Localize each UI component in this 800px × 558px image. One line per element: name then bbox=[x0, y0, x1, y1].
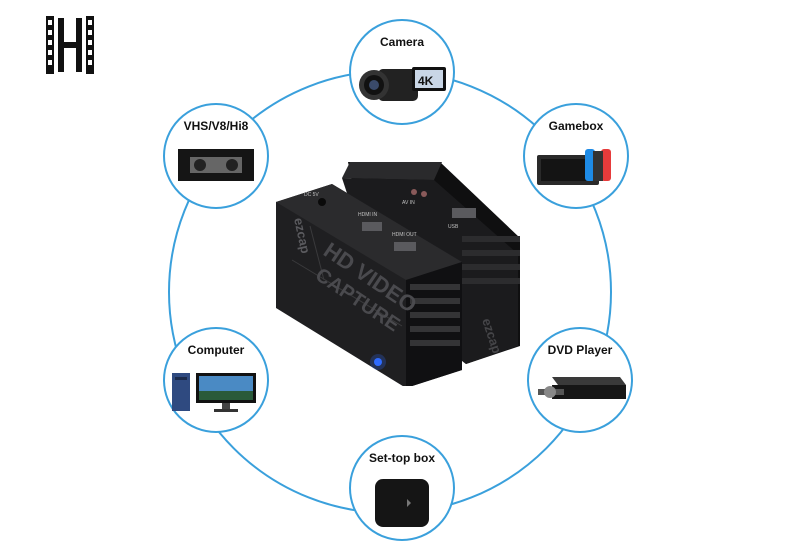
av-in-label: AV IN bbox=[402, 200, 415, 206]
device-label-vhs: VHS/V8/Hi8 bbox=[183, 119, 249, 133]
device-label-dvd-player: DVD Player bbox=[547, 343, 613, 357]
usb-port bbox=[452, 208, 476, 218]
device-vhs: VHS/V8/Hi8 bbox=[163, 103, 269, 209]
camera-4k-badge: 4K bbox=[418, 74, 434, 88]
device-dvd-player: DVD Player bbox=[527, 327, 633, 433]
hdmi-out-port bbox=[394, 242, 416, 251]
hdmi-in-label: HDMI IN bbox=[358, 212, 378, 218]
front-unit-logo: ezcap bbox=[291, 216, 313, 255]
device-gamebox: Gamebox bbox=[523, 103, 629, 209]
hd-video-capture-device: ezcap USB AV IN HDMI IN HDMI OUT DC 5V e… bbox=[276, 162, 520, 386]
hdmi-out-label: HDMI OUT bbox=[392, 232, 417, 238]
device-label-gamebox: Gamebox bbox=[548, 119, 604, 133]
device-label-computer: Computer bbox=[187, 343, 245, 357]
usb-port-label: USB bbox=[448, 224, 459, 230]
set-top-box-icon bbox=[375, 479, 429, 527]
device-label-camera: Camera bbox=[379, 35, 425, 49]
dc-label: DC 5V bbox=[304, 192, 319, 198]
computer-icon bbox=[172, 373, 256, 412]
vhs-tape-icon bbox=[178, 149, 254, 181]
hdmi-in-port bbox=[362, 222, 382, 231]
dvd-player-icon bbox=[538, 377, 626, 399]
device-camera: Camera 4K bbox=[349, 19, 455, 125]
device-computer: Computer bbox=[163, 327, 269, 433]
game-console-icon bbox=[537, 149, 611, 185]
device-label-set-top-box: Set-top box bbox=[369, 451, 435, 465]
film-strip-logo-icon bbox=[46, 16, 94, 74]
camcorder-icon: 4K bbox=[359, 67, 446, 101]
device-set-top-box: Set-top box bbox=[349, 435, 455, 541]
power-led-icon bbox=[374, 358, 382, 366]
